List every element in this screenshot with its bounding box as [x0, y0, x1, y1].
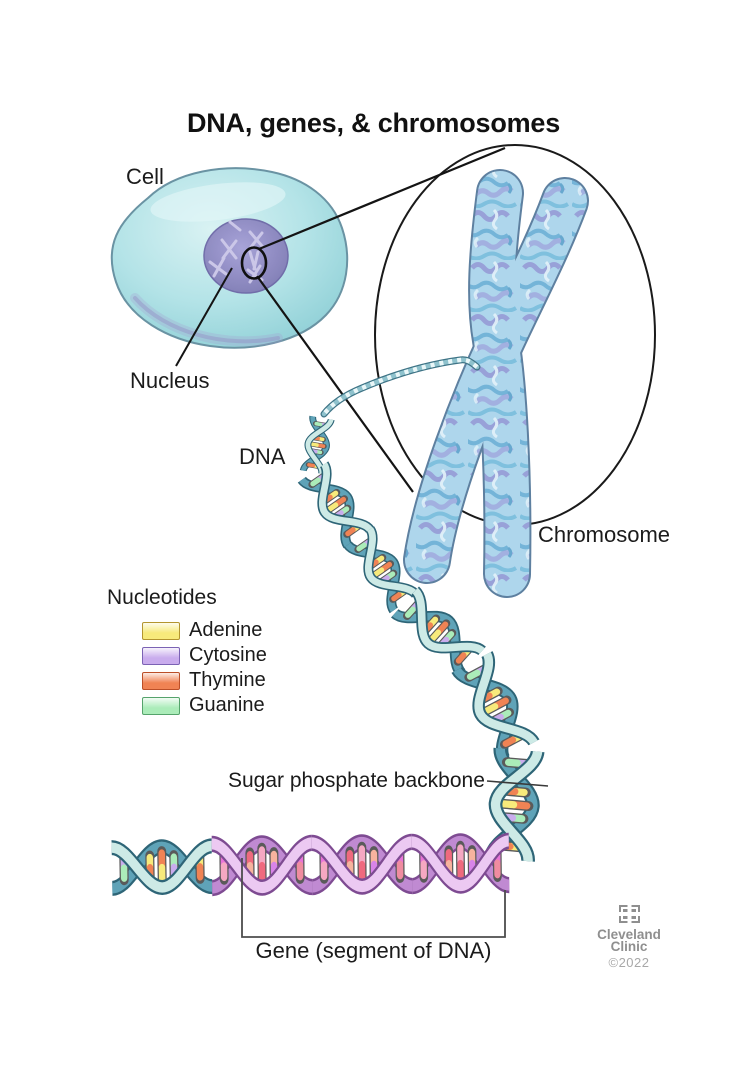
legend-item-label: Thymine [189, 669, 266, 691]
nucleus-label: Nucleus [130, 368, 210, 393]
legend-item-adenine: Adenine [142, 618, 267, 643]
legend-item-label: Cytosine [189, 644, 267, 666]
chromatin-fiber [320, 356, 481, 418]
legend-item-label: Adenine [189, 619, 263, 641]
sugar-phosphate-leader-line [486, 780, 549, 787]
adenine-swatch [142, 621, 180, 640]
magnifier-small-circle [240, 246, 268, 280]
gene-label: Gene (segment of DNA) [255, 938, 492, 963]
thymine-swatch [142, 671, 180, 690]
legend-heading: Nucleotides [107, 586, 217, 609]
page-title: DNA, genes, & chromosomes [186, 108, 561, 138]
sugar-phosphate-label: Sugar phosphate backbone [228, 769, 485, 792]
guanine-swatch [142, 696, 180, 715]
credit-org-line1: Cleveland [597, 927, 661, 942]
cleveland-clinic-logo-icon [618, 905, 640, 925]
chromosome-label: Chromosome [538, 522, 671, 547]
nucleotides-legend: Nucleotides Adenine Cytosine Thymine Gua… [107, 586, 267, 718]
chromosome-figure [403, 169, 589, 598]
credit-org-line2: Clinic [610, 939, 648, 954]
magnifier-lines [256, 146, 506, 493]
legend-item-cytosine: Cytosine [142, 643, 267, 668]
legend-item-label: Guanine [189, 694, 265, 716]
gene-helix-segment [112, 841, 510, 889]
legend-item-thymine: Thymine [142, 668, 267, 693]
legend-item-guanine: Guanine [142, 693, 267, 718]
nucleus-leader-line [175, 267, 233, 367]
credit-block: Cleveland Clinic ©2022 [588, 905, 670, 969]
dna-label: DNA [239, 444, 286, 469]
gene-bracket [241, 858, 506, 938]
cytosine-swatch [142, 646, 180, 665]
cell-label: Cell [126, 164, 164, 189]
nucleus [203, 218, 289, 294]
credit-year: ©2022 [608, 955, 650, 970]
